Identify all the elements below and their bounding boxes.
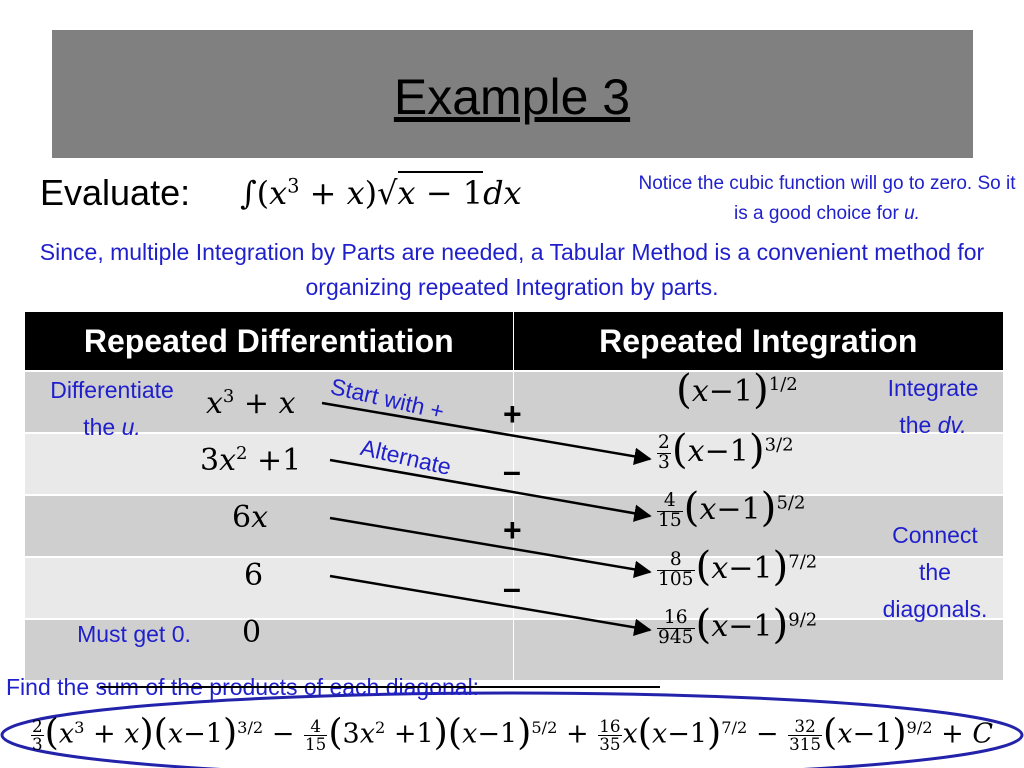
table-row	[25, 618, 1003, 680]
table-row	[25, 494, 1003, 557]
diagonal-arrow-4	[329, 574, 652, 637]
diff-expression-2: 3x2 +1	[200, 443, 302, 478]
diagonal-arrow-3	[329, 516, 652, 579]
strike-line	[100, 686, 660, 688]
int-expression-1: (x−1)1/2	[676, 365, 798, 414]
sign-2: –	[503, 453, 521, 489]
table-row	[25, 556, 1003, 619]
sign-1: +	[503, 396, 522, 432]
diagonal-arrow-2	[329, 458, 652, 522]
table-row	[25, 432, 1003, 495]
header-differentiation: Repeated Differentiation	[25, 312, 514, 371]
diff-expression-3: 6x	[232, 500, 269, 535]
title-bar	[52, 30, 973, 158]
diff-expression-1: x3 + x	[206, 386, 296, 421]
answer-ellipse	[0, 691, 1024, 768]
evaluate-label: Evaluate:	[40, 172, 191, 213]
integral-expression: ∫(x3 + x)√x − 1dx	[240, 171, 522, 212]
diagonal-arrow-1	[321, 401, 652, 465]
since-text: Since, multiple Integration by Parts are…	[39, 239, 985, 300]
sign-4: –	[503, 570, 521, 606]
diff-expression-4: 6	[244, 558, 264, 593]
notice-note: Notice the cubic function will go to zer…	[638, 173, 1016, 224]
tabular-table: Repeated Differentiation Repeated Integr…	[25, 312, 1003, 680]
sign-3: +	[503, 512, 522, 548]
slide-title: Example 3	[393, 69, 631, 125]
diff-expression-5: 0	[242, 615, 262, 650]
header-integration: Repeated Integration	[513, 312, 1003, 371]
must-note: Must get 0.	[77, 621, 191, 647]
